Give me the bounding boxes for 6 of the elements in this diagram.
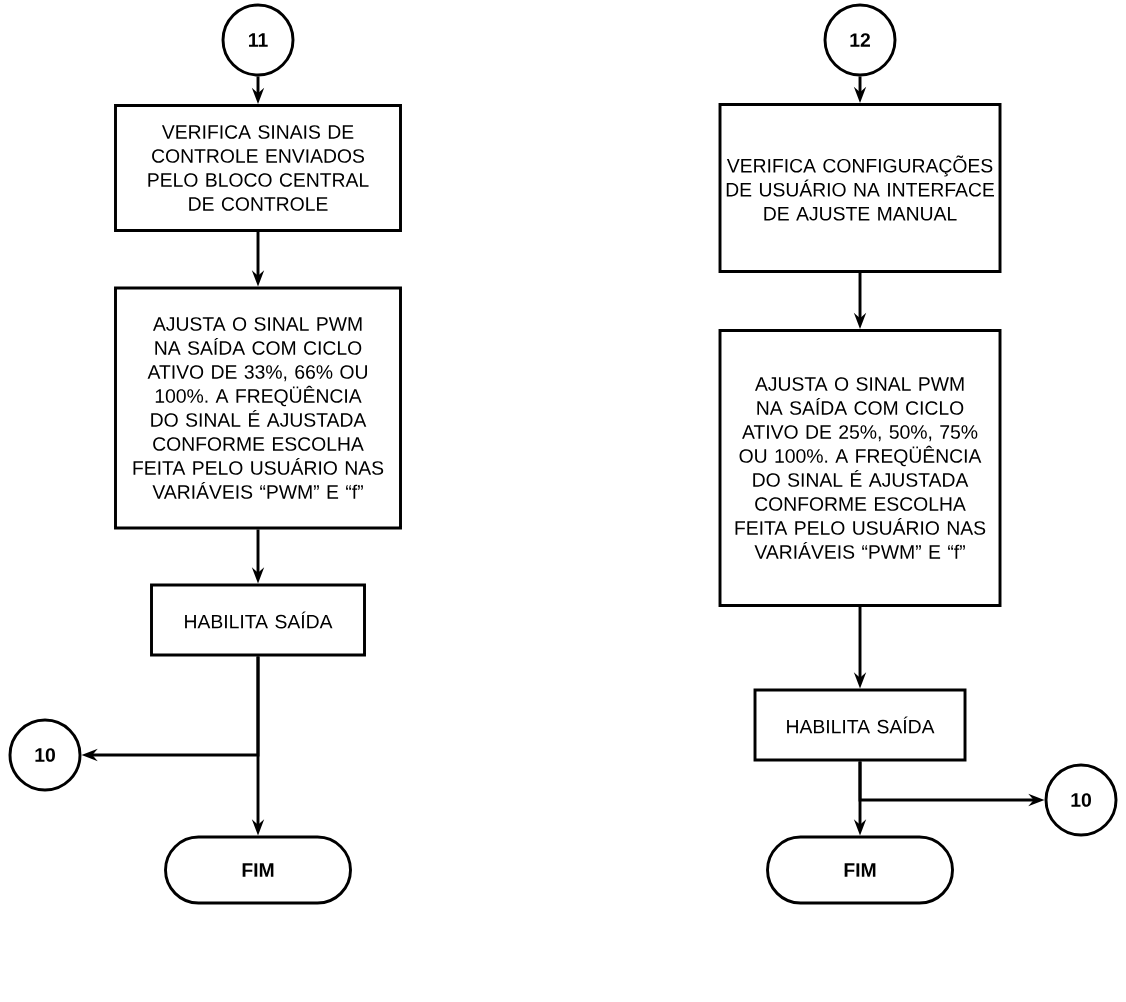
process-box: AJUSTA O SINAL PWM NA SAÍDA COM CICLO ATIVO DE 25%, 50%, 75% OU 100%. A FREQÜÊNCIA DO SINAL É AJUSTADA CONFORME ESCOLHA FEITA PELO USUÁRIO NAS VARIÁVEIS “PWM” E “f” [718,329,1002,607]
process-box: AJUSTA O SINAL PWM NA SAÍDA COM CICLO ATIVO DE 33%, 66% OU 100%. A FREQÜÊNCIA DO SINAL É AJUSTADA CONFORME ESCOLHA FEITA PELO USUÁRIO NAS VARIÁVEIS “PWM” E “f” [114,286,402,530]
process-box: HABILITA SAÍDA [150,583,366,657]
process-box: VERIFICA CONFIGURAÇÕES DE USUÁRIO NA INTERFACE DE AJUSTE MANUAL [718,103,1002,273]
process-box: VERIFICA SINAIS DE CONTROLE ENVIADOS PELO BLOCO CENTRAL DE CONTROLE [114,104,402,232]
process-box: HABILITA SAÍDA [753,688,967,762]
